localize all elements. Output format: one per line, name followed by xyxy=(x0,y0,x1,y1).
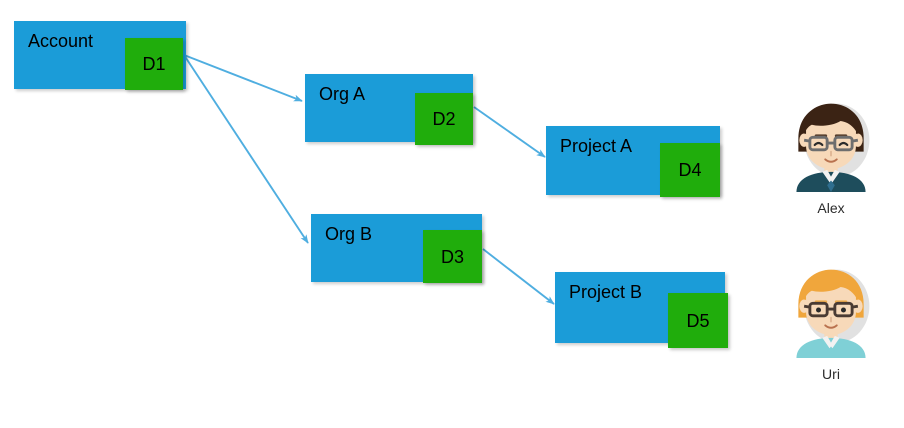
datastore-badge-label: D3 xyxy=(440,246,464,267)
edge-account-to-org-b xyxy=(183,54,309,244)
avatar-alex-icon xyxy=(783,96,879,192)
person-name-alex: Alex xyxy=(817,200,845,216)
datastore-badge-d2[interactable]: D2 xyxy=(415,93,473,145)
datastore-badge-d1[interactable]: D1 xyxy=(125,38,183,90)
edge-account-to-org-a xyxy=(183,54,303,102)
datastore-badge-d5[interactable]: D5 xyxy=(668,293,728,348)
node-org-b[interactable]: Org B D3 xyxy=(311,214,482,283)
person-alex[interactable]: Alex xyxy=(783,96,879,216)
datastore-badge-label: D2 xyxy=(432,109,456,129)
node-label-project-b: Project B xyxy=(569,282,643,302)
edge-org-b-to-project-b xyxy=(482,248,555,305)
person-uri[interactable]: Uri xyxy=(783,262,879,382)
node-project-b[interactable]: Project B D5 xyxy=(555,272,728,348)
avatar-uri-icon xyxy=(783,262,879,358)
datastore-badge-label: D5 xyxy=(686,310,710,331)
node-project-a[interactable]: Project A D4 xyxy=(546,126,720,197)
datastore-badge-d4[interactable]: D4 xyxy=(660,143,720,197)
datastore-badge-d3[interactable]: D3 xyxy=(423,230,482,283)
node-org-a[interactable]: Org A D2 xyxy=(305,74,473,145)
node-label-org-a: Org A xyxy=(319,84,366,104)
edge-org-a-to-project-a xyxy=(473,106,546,158)
node-label-project-a: Project A xyxy=(560,136,633,156)
node-label-org-b: Org B xyxy=(325,224,373,244)
node-label-account: Account xyxy=(28,31,94,51)
person-name-uri: Uri xyxy=(822,366,840,382)
datastore-badge-label: D1 xyxy=(142,54,166,74)
datastore-badge-label: D4 xyxy=(678,160,702,180)
